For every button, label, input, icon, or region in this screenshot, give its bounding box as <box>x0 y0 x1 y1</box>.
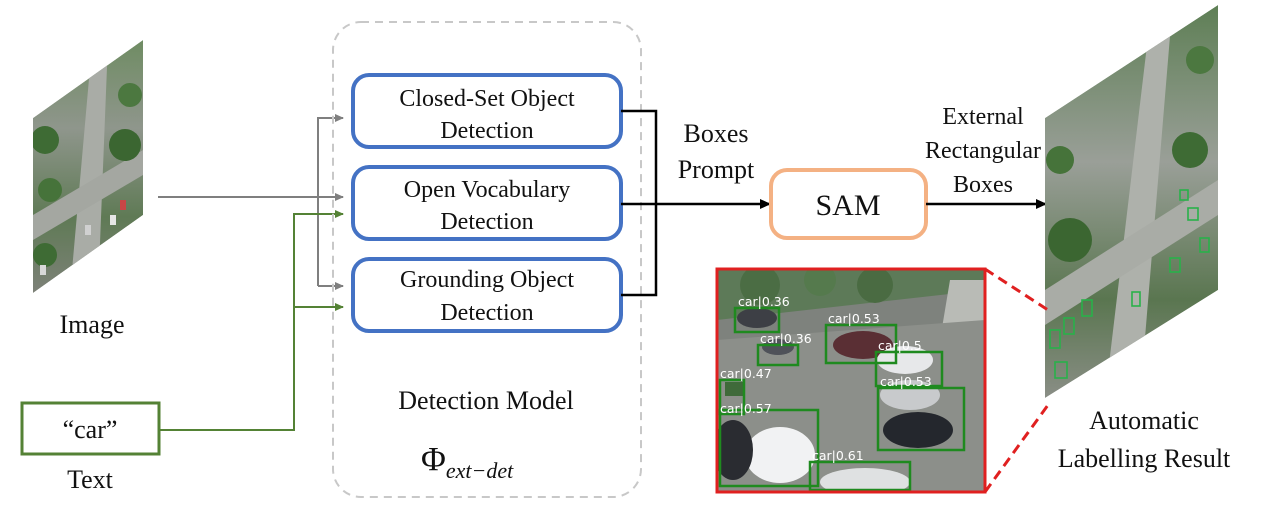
detection-box <box>718 378 746 416</box>
closed-set-line1: Closed-Set Object <box>399 86 575 112</box>
grounding-line1: Grounding Object <box>400 267 574 293</box>
detection-box <box>808 460 912 492</box>
closed-set-line2: Detection <box>440 118 533 144</box>
detection-label: car|0.61 <box>812 448 864 463</box>
phi-symbol: Φext−det <box>421 441 514 483</box>
detection-label: car|0.57 <box>720 401 772 416</box>
detections: car|0.36 car|0.53 car|0.36 car|0.5 car|0.47 c… <box>718 294 966 492</box>
external-boxes-line2: Rectangular <box>925 138 1041 164</box>
open-vocab-line2: Detection <box>440 209 533 235</box>
detection-box <box>876 386 966 452</box>
boxes-prompt-line1: Boxes <box>684 119 749 148</box>
sam-label: SAM <box>815 189 880 222</box>
image-connector <box>158 114 344 290</box>
detection-label: car|0.53 <box>828 311 880 326</box>
external-boxes-line1: External <box>942 104 1024 130</box>
detection-box <box>874 350 944 388</box>
input-image <box>33 40 143 293</box>
text-connector <box>159 210 344 431</box>
closed-set-detection-box: Closed-Set Object Detection <box>351 73 623 149</box>
output-image <box>1045 5 1218 398</box>
open-vocab-line1: Open Vocabulary <box>404 177 570 203</box>
detection-label: car|0.47 <box>720 366 772 381</box>
detection-box <box>718 408 820 488</box>
detection-label: car|0.5 <box>878 338 922 353</box>
detection-model-title: Detection Model <box>398 386 573 415</box>
text-input-box <box>20 401 161 456</box>
grounding-detection-box: Grounding Object Detection <box>351 257 623 333</box>
sam-box: SAM <box>769 168 928 240</box>
detection-box <box>756 343 800 367</box>
text-label: Text <box>67 465 114 494</box>
open-vocabulary-detection-box: Open Vocabulary Detection <box>351 165 623 241</box>
result-line2: Labelling Result <box>1058 444 1231 473</box>
image-label: Image <box>60 310 125 339</box>
grounding-line2: Detection <box>440 300 533 326</box>
detection-box <box>824 323 898 365</box>
phi-subscript: ext−det <box>446 458 514 483</box>
external-boxes-line3: Boxes <box>953 172 1013 198</box>
boxes-prompt-connector <box>621 109 771 297</box>
detection-label: car|0.53 <box>880 374 932 389</box>
boxes-prompt-line2: Prompt <box>678 155 755 184</box>
detection-model-group <box>332 21 642 498</box>
zoom-connectors <box>983 267 1050 493</box>
zoom-inset: car|0.36 car|0.53 car|0.36 car|0.5 car|0.47 c… <box>715 267 987 494</box>
detection-label: car|0.36 <box>760 331 812 346</box>
detection-label: car|0.36 <box>738 294 790 309</box>
result-line1: Automatic <box>1089 406 1199 435</box>
detection-box <box>733 306 781 334</box>
text-input-value: “car” <box>63 415 118 444</box>
phi-letter: Φ <box>421 441 446 478</box>
